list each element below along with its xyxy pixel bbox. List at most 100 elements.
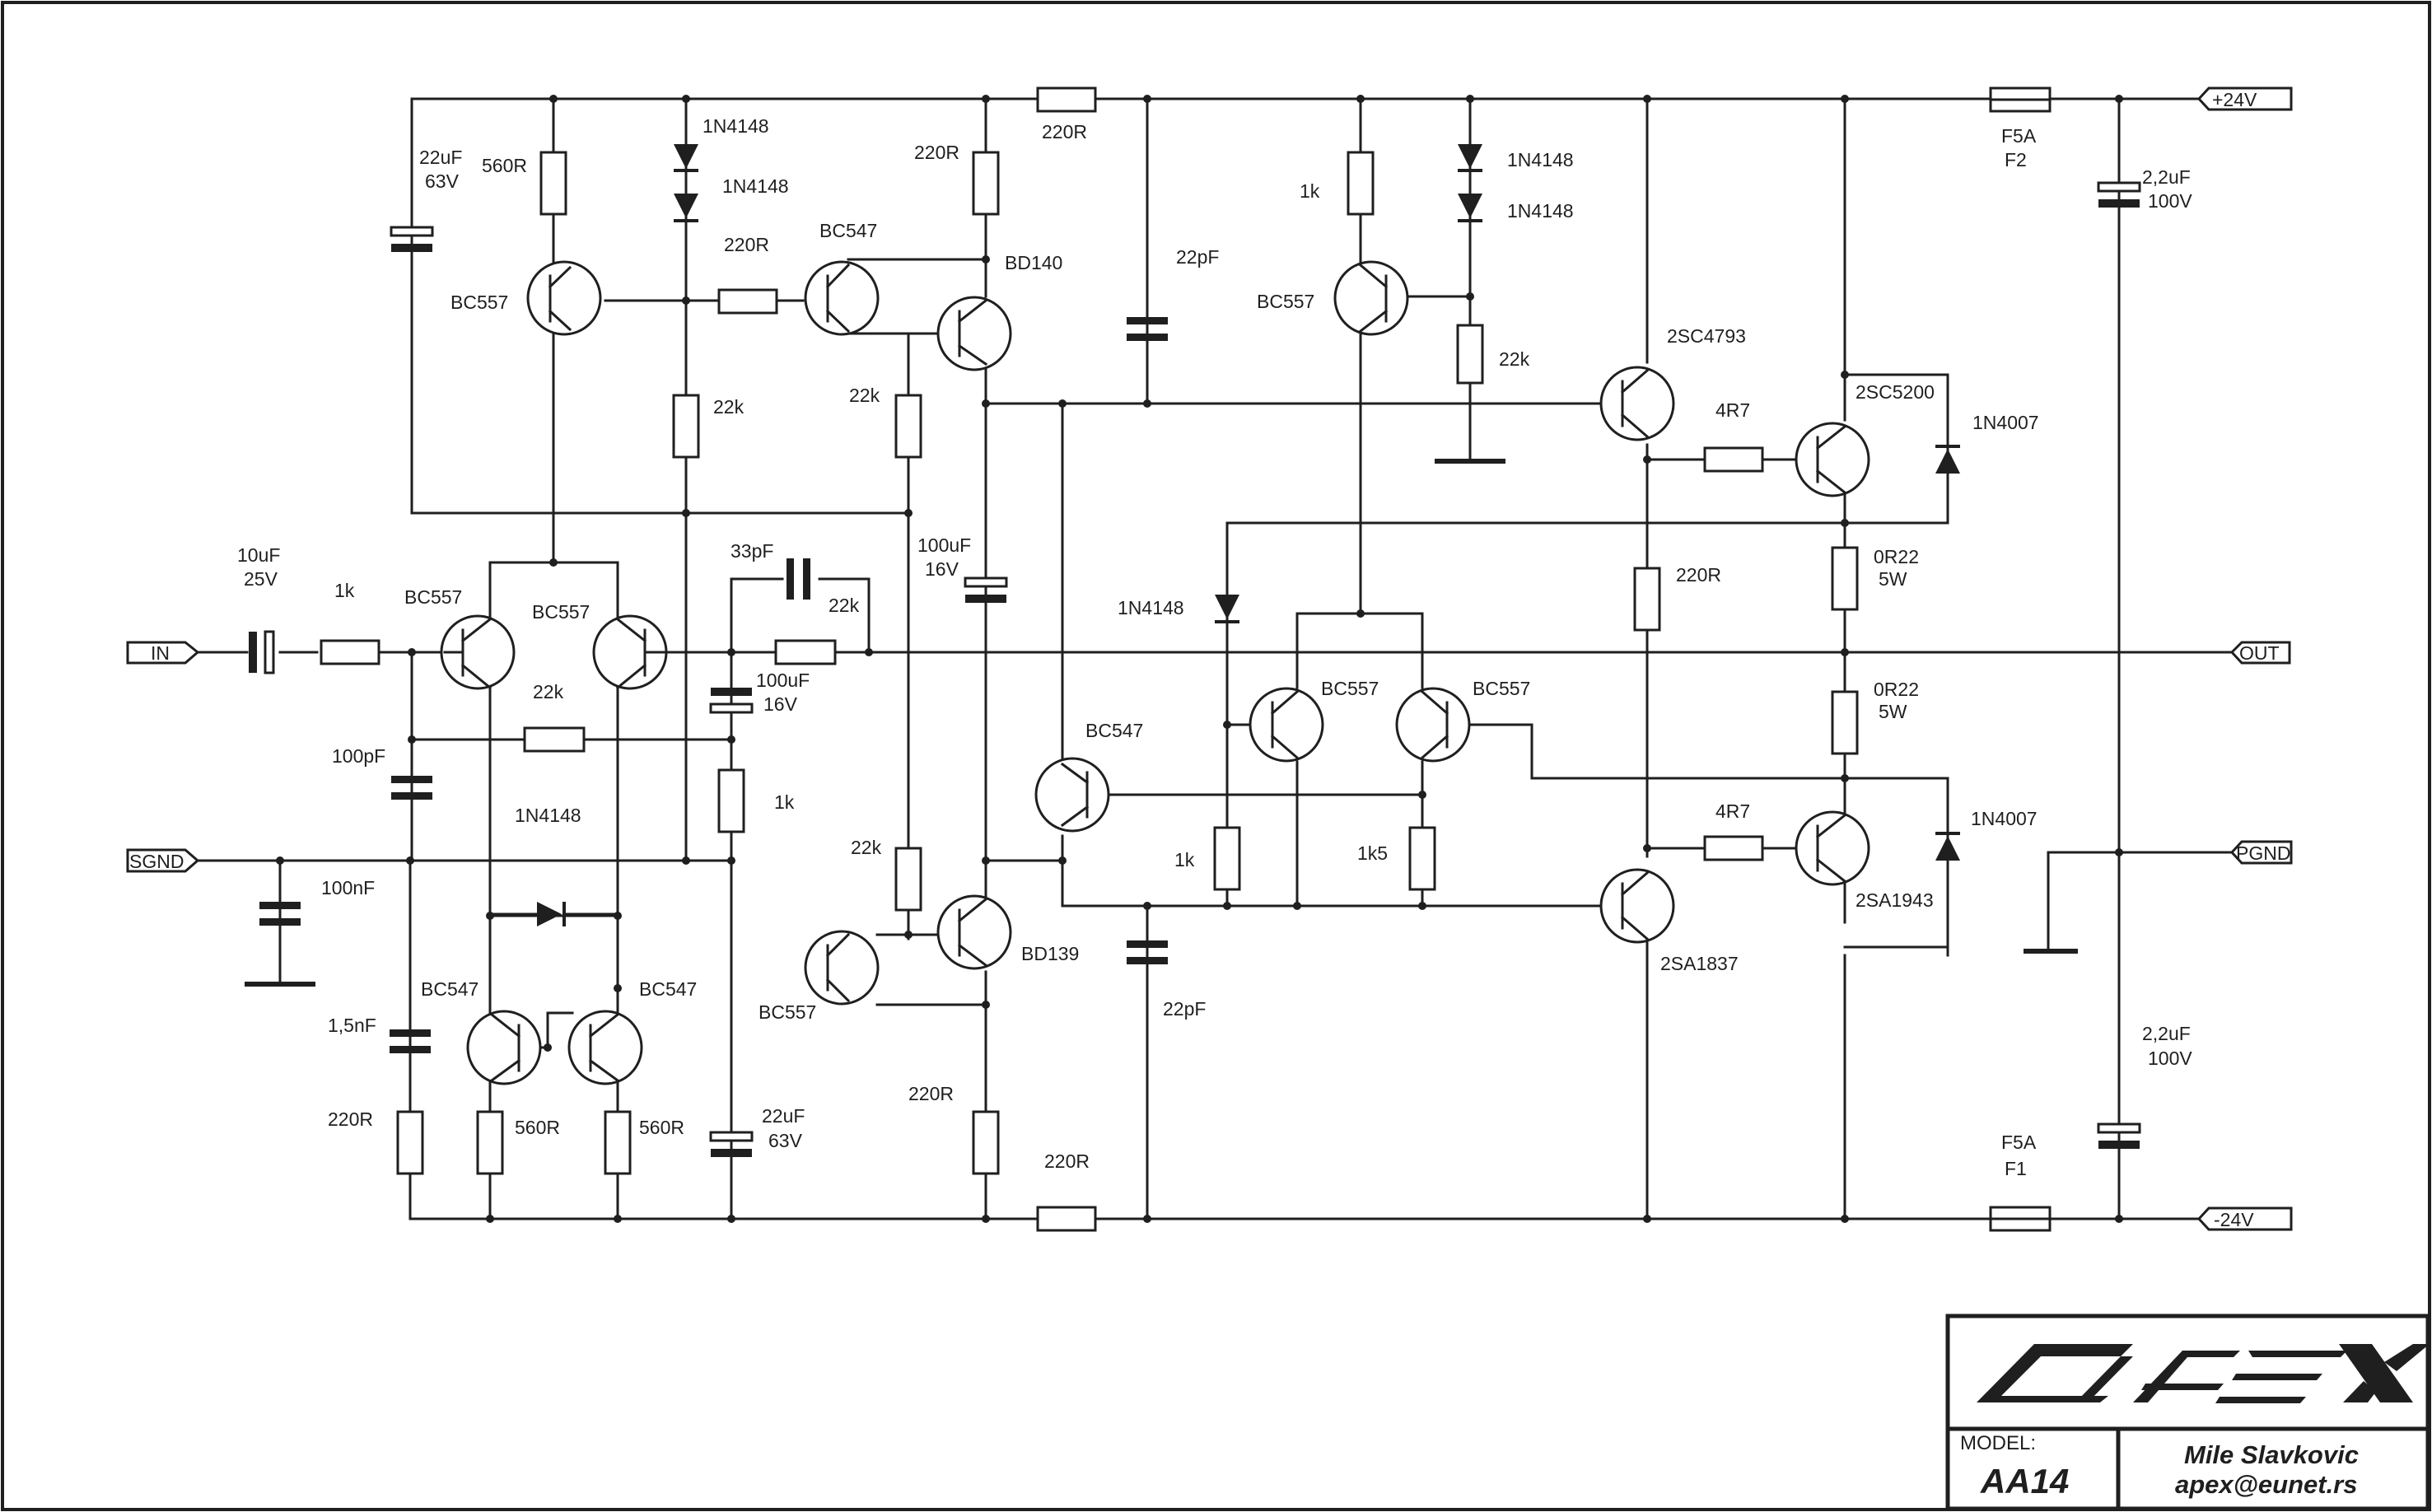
diode-1n4148-r1 [1458,144,1482,172]
label-c-22pf-bot: 22pF [1163,998,1206,1020]
label-c-22u-bot-val: 22uF [762,1105,805,1127]
label-q-bc557-dp2: BC557 [532,601,590,623]
transistor-bc557-p2 [1395,687,1471,763]
label-r-0r22-bot-val: 0R22 [1874,679,1919,700]
resistor-220r-base [717,288,778,315]
junction-dot [1466,292,1474,301]
junction-dot [982,1001,990,1009]
port-out-flag [2229,641,2291,665]
capacitor-22pf-top [1127,317,1168,341]
label-q-bd139: BD139 [1021,943,1079,964]
transistor-bc557-top [526,260,602,336]
junction-dot [614,984,622,992]
diode-1n4007-top [1935,445,1960,474]
label-q-2sa1837: 2SA1837 [1660,953,1739,974]
label-q-bc557-p2: BC557 [1473,678,1530,699]
wires [196,97,2234,1220]
label-q-2sa1943: 2SA1943 [1856,889,1934,911]
label-r-220-topwire: 220R [1042,121,1087,142]
capacitor-22pf-bot [1127,940,1168,964]
label-r-0r22-bot-w: 5W [1879,701,1907,722]
label-c-100u-boot-val: 100uF [917,534,971,556]
label-r-in: 1k [334,580,355,601]
wire-vbe-emitter [1061,834,1636,908]
label-r-22k-dp: 22k [533,681,564,702]
diode-1n4148-b [674,194,698,222]
transistor-2sc4793 [1599,366,1675,441]
label-c-2u2-bot-v: 100V [2148,1048,2192,1069]
transistor-bc547-top [804,260,880,336]
diode-1n4148-a [674,144,698,172]
diodes [490,144,1960,947]
label-d-1n4148-a: 1N4148 [703,115,769,137]
port-in-flag [126,641,200,665]
label-q-bc547-m1: BC547 [421,978,478,1000]
label-c-33pf: 33pF [731,540,773,562]
label-d-1n4148-r2: 1N4148 [1507,200,1574,222]
resistor-0r22-bot [1831,690,1859,755]
wire-22u-top-loop [410,97,912,515]
resistor-22k-dp [523,726,586,753]
port-pgnd-label: PGND [2236,842,2290,864]
label-c-100u-boot-v: 16V [925,558,959,580]
resistor-1k5-p [1408,826,1436,891]
label-r-0r22-top-w: 5W [1879,568,1907,590]
junction-dot [904,931,913,939]
capacitor-100uf-boot [964,576,1008,603]
capacitors [249,181,2141,1157]
resistor-220r-bl [396,1110,424,1175]
resistor-1k-top-right [1347,151,1375,216]
label-r-22k-mid: 22k [713,396,745,418]
junction-dot [2115,95,2123,103]
title-author: Mile Slavkovic [2184,1440,2359,1469]
wire-cm-bases [538,1011,574,1049]
resistor-560r-m2 [604,1110,632,1175]
resistor-1k-fb [717,768,745,833]
title-model-label: MODEL: [1960,1432,2036,1454]
label-d-1n4007-bot: 1N4007 [1971,808,2038,829]
junction-dot [727,648,735,656]
capacitor-2u2-top [2097,181,2141,208]
resistor-22k-mid [672,394,700,459]
label-q-bc557-top-right: BC557 [1257,291,1314,312]
junction-dot [682,856,690,865]
label-c-in-v: 25V [244,568,278,590]
transistor-bc547-vbe [1034,757,1110,833]
title-model-value: AA14 [1980,1462,2069,1500]
label-r-1k-p: 1k [1174,849,1195,870]
label-c-22pf-top: 22pF [1176,246,1219,268]
label-r-560-top: 560R [482,155,527,176]
junction-dot [549,95,558,103]
wire-33pf [730,577,784,654]
resistors [320,86,2052,1232]
capacitor-22uf-top [390,226,434,252]
capacitor-22uf-bot [709,1131,754,1157]
resistor-220r-botwire [1036,1206,1097,1232]
junction-dot [1293,902,1301,910]
transistor-bd139 [936,894,1012,970]
wire-1n4007-top [1843,373,1949,479]
label-q-2sc5200: 2SC5200 [1856,381,1935,403]
label-d-1n4007-top: 1N4007 [1972,412,2039,433]
junction-dot [982,856,990,865]
capacitor-10uf-in [249,630,275,674]
resistor-220r-topmid [972,151,1000,216]
junction-dot [727,735,735,744]
port-out-label: OUT [2239,642,2280,664]
port-vneg-label: -24V [2214,1209,2254,1230]
junction-dot [408,735,416,744]
port-sgnd-label: SGND [129,851,184,872]
label-r-22k-bd140: 22k [849,385,880,406]
junction-dot [1058,399,1067,408]
junction-dot [1418,902,1426,910]
resistor-22k-fb [774,639,837,665]
label-r-220-base: 220R [724,234,769,255]
capacitor-33pf [787,558,810,600]
junction-dot [904,509,913,517]
transistor-bd140 [936,296,1012,371]
label-c-2u2-bot-val: 2,2uF [2142,1023,2191,1044]
label-r-220-bl: 220R [328,1108,373,1130]
transistor-bc547-m2 [567,1010,643,1085]
junction-dot [614,1215,622,1223]
